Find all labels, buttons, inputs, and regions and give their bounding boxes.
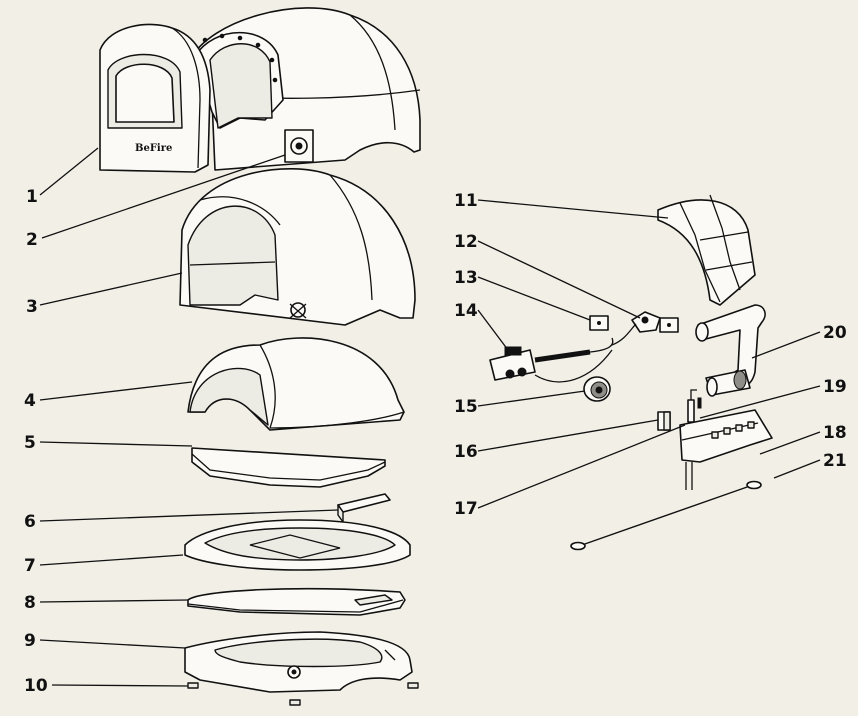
callout-4: 4 (24, 391, 36, 411)
callout-11: 11 (454, 191, 478, 211)
part-3-inner-dome (179, 168, 416, 326)
callout-14: 14 (454, 301, 478, 321)
callout-21: 21 (823, 451, 847, 471)
part-21-thermocouple (570, 480, 762, 551)
callout-labels: 1 2 3 4 5 6 7 8 9 10 11 12 13 14 15 16 1… (24, 187, 847, 696)
part-14-gas-valve-hose (489, 337, 614, 383)
part-10-feet (187, 682, 419, 706)
part-19-igniter-electrode (687, 389, 702, 423)
part-12-gas-connector (611, 311, 661, 346)
part-1-front-door-frame: BeFire (99, 23, 211, 173)
callout-1: 1 (26, 187, 38, 207)
dome-rivets (202, 33, 278, 83)
callout-12: 12 (454, 232, 478, 252)
part-11-burner-shield (657, 194, 756, 306)
part-8-cordierite-plate (187, 587, 406, 616)
part-15-control-knob (583, 376, 611, 402)
part-16-clip (657, 411, 671, 431)
callout-5: 5 (24, 433, 36, 453)
part-7-base-tray (184, 519, 411, 571)
callout-9: 9 (24, 631, 36, 651)
part-5-pizza-stone (191, 447, 386, 488)
part-18-control-box (679, 409, 773, 490)
callout-3: 3 (26, 297, 38, 317)
part-4-heat-shield (187, 337, 405, 431)
callout-19: 19 (823, 377, 847, 397)
callout-17: 17 (454, 499, 478, 519)
callout-7: 7 (24, 556, 36, 576)
callout-15: 15 (454, 397, 478, 417)
part-13-valve-bracket (589, 315, 679, 333)
callout-10: 10 (24, 676, 48, 696)
callout-18: 18 (823, 423, 847, 443)
leader-lines (39, 147, 821, 687)
part-2-outer-dome (189, 7, 421, 171)
part-20-burner-tube (695, 304, 766, 397)
callout-8: 8 (24, 593, 36, 613)
part-9-bottom-base (184, 631, 413, 693)
part-6-bracket (337, 493, 391, 523)
brand-logo: BeFire (135, 143, 172, 154)
callout-6: 6 (24, 512, 36, 532)
callout-13: 13 (454, 268, 478, 288)
callout-16: 16 (454, 442, 478, 462)
callout-20: 20 (823, 323, 847, 343)
callout-2: 2 (26, 230, 38, 250)
